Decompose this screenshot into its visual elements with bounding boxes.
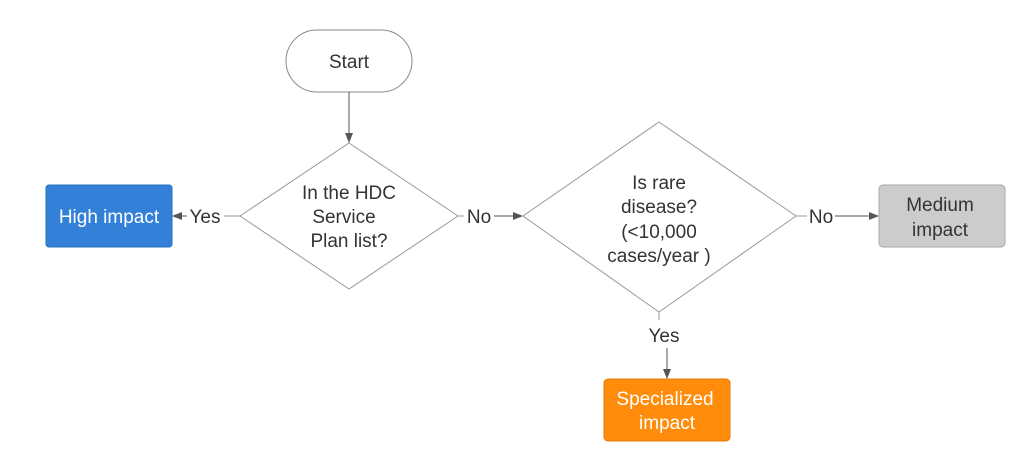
decision1-line: Plan list?	[310, 231, 387, 252]
edge-label-d2-no: No	[809, 207, 833, 228]
high-impact-label: High impact	[59, 207, 160, 228]
specialized-impact-label: Specialized	[616, 389, 713, 410]
start-node: Start	[285, 29, 413, 93]
decision2-line: Is rare	[632, 173, 686, 194]
specialized-impact-label: impact	[639, 413, 696, 434]
medium-impact-label: Medium	[906, 195, 974, 216]
decision2-line: disease?	[621, 197, 697, 218]
edge-label-d2-yes: Yes	[649, 326, 680, 347]
decision1-line: Service	[312, 207, 375, 228]
high-impact-node: High impact	[45, 184, 173, 248]
decision1-line: In the HDC	[302, 183, 396, 204]
decision-hdc-service-plan: In the HDC Service Plan list?	[239, 142, 459, 290]
decision2-line: (<10,000	[621, 222, 697, 243]
edge-label-d1-no: No	[467, 207, 491, 228]
decision-rare-disease: Is rare disease? (<10,000 cases/year )	[522, 121, 797, 313]
start-label: Start	[329, 52, 370, 73]
medium-impact-label: impact	[912, 220, 969, 241]
medium-impact-node: Medium impact	[878, 184, 1006, 248]
edge-label-d1-yes: Yes	[190, 207, 221, 228]
decision2-line: cases/year )	[607, 246, 710, 267]
specialized-impact-node: Specialized impact	[603, 378, 731, 442]
